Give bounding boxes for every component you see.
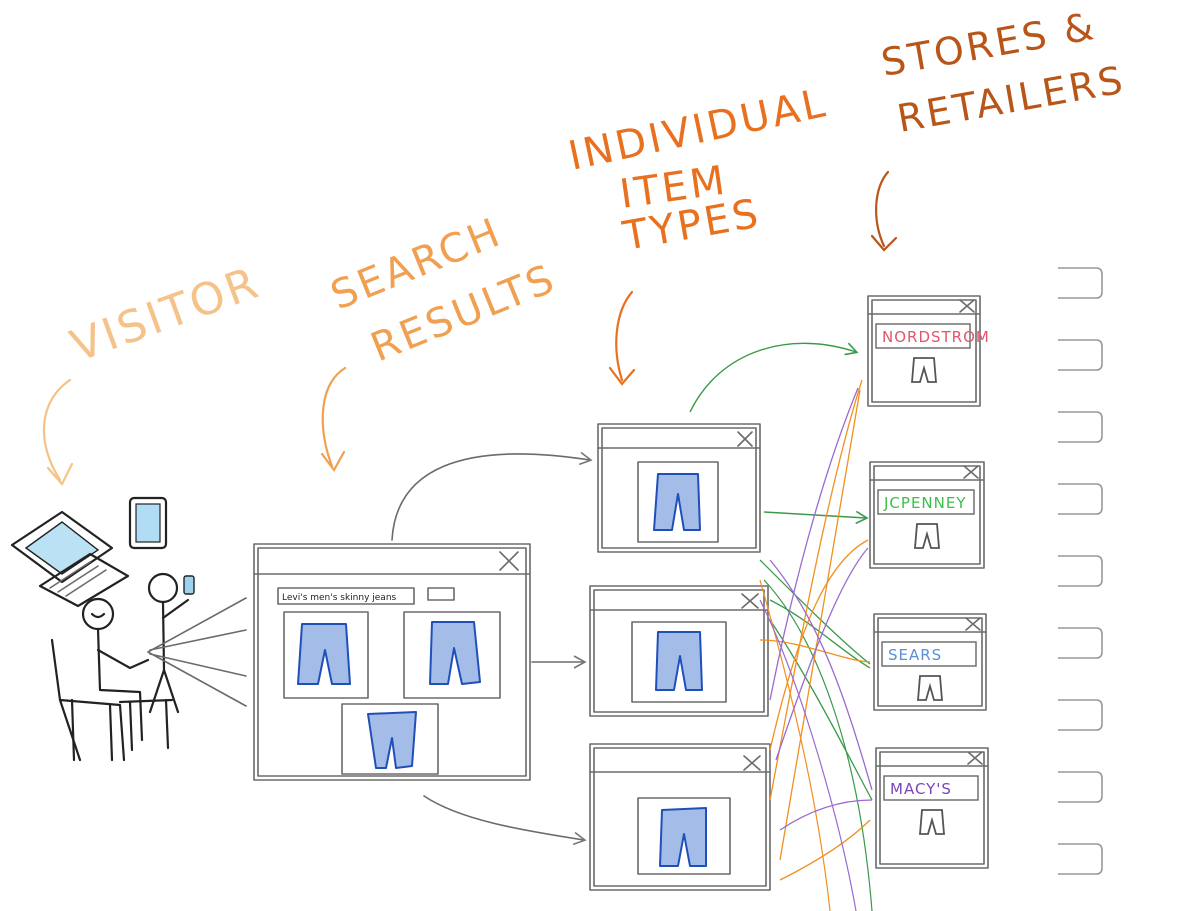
stores-arrow — [875, 170, 890, 248]
jeans-icon — [367, 711, 417, 769]
pants-icon — [911, 357, 937, 383]
search-results-arrow — [321, 366, 347, 468]
close-icon[interactable] — [967, 751, 983, 765]
search-input[interactable] — [277, 587, 415, 605]
store-name: MACY'S — [890, 780, 952, 798]
notebook-ring — [1058, 411, 1103, 443]
notebook-ring — [1058, 699, 1103, 731]
jeans-icon — [297, 623, 351, 685]
notebook-rings — [1058, 267, 1103, 875]
link-arrow — [391, 451, 593, 541]
item-types-arrowhead — [608, 366, 636, 386]
result-tile[interactable] — [283, 611, 369, 699]
person-standing — [147, 572, 195, 714]
notebook-ring — [1058, 771, 1103, 803]
stores-arrowhead — [870, 234, 898, 252]
jeans-icon — [659, 807, 707, 867]
store-window[interactable]: MACY'S — [875, 747, 989, 869]
pants-icon — [919, 809, 945, 835]
close-icon[interactable] — [737, 431, 753, 447]
item-types-arrow — [615, 290, 634, 382]
close-icon[interactable] — [959, 299, 975, 313]
close-icon[interactable] — [741, 593, 759, 609]
search-results-arrowhead — [320, 450, 346, 473]
notebook-ring — [1058, 483, 1103, 515]
search-button[interactable] — [427, 587, 455, 601]
result-tile[interactable] — [341, 703, 439, 775]
link-arrow — [423, 795, 587, 846]
pants-icon — [917, 675, 943, 701]
search-query: Levi's men's skinny jeans — [282, 593, 397, 603]
notebook-ring — [1058, 843, 1103, 875]
notebook-ring — [1058, 627, 1103, 659]
store-window[interactable]: JCPENNEY — [869, 461, 985, 569]
store-name: SEARS — [888, 646, 942, 664]
visitor-label: VISITOR — [64, 257, 267, 372]
notebook-ring — [1058, 267, 1103, 299]
projection-cone — [147, 597, 247, 707]
connections — [689, 342, 873, 911]
jeans-icon — [653, 473, 701, 531]
close-icon[interactable] — [963, 465, 979, 479]
close-icon[interactable] — [965, 617, 981, 631]
person-seated — [50, 597, 150, 762]
close-icon[interactable] — [499, 551, 519, 571]
notebook-ring — [1058, 339, 1103, 371]
laptop-icon — [10, 510, 130, 608]
search-results-window[interactable]: Levi's men's skinny jeans — [253, 543, 531, 781]
store-name: NORDSTROM — [882, 328, 990, 346]
visitor-illustration — [10, 496, 195, 762]
store-window[interactable]: NORDSTROM — [867, 295, 990, 407]
visitor-arrowhead — [46, 462, 74, 486]
stores-group: NORDSTROM JCPENNEY SEARS MACY'S — [867, 295, 990, 869]
notebook-ring — [1058, 555, 1103, 587]
pants-icon — [914, 523, 940, 549]
item-window[interactable] — [597, 423, 761, 553]
store-window[interactable]: SEARS — [873, 613, 987, 711]
visitor-arrow — [42, 378, 72, 482]
close-icon[interactable] — [743, 755, 761, 771]
item-window[interactable] — [589, 743, 771, 891]
tablet-icon — [128, 496, 168, 550]
jeans-icon — [429, 621, 481, 685]
item-window[interactable] — [589, 585, 769, 717]
result-tile[interactable] — [403, 611, 501, 699]
jeans-icon — [655, 631, 703, 691]
store-name: JCPENNEY — [883, 494, 967, 512]
